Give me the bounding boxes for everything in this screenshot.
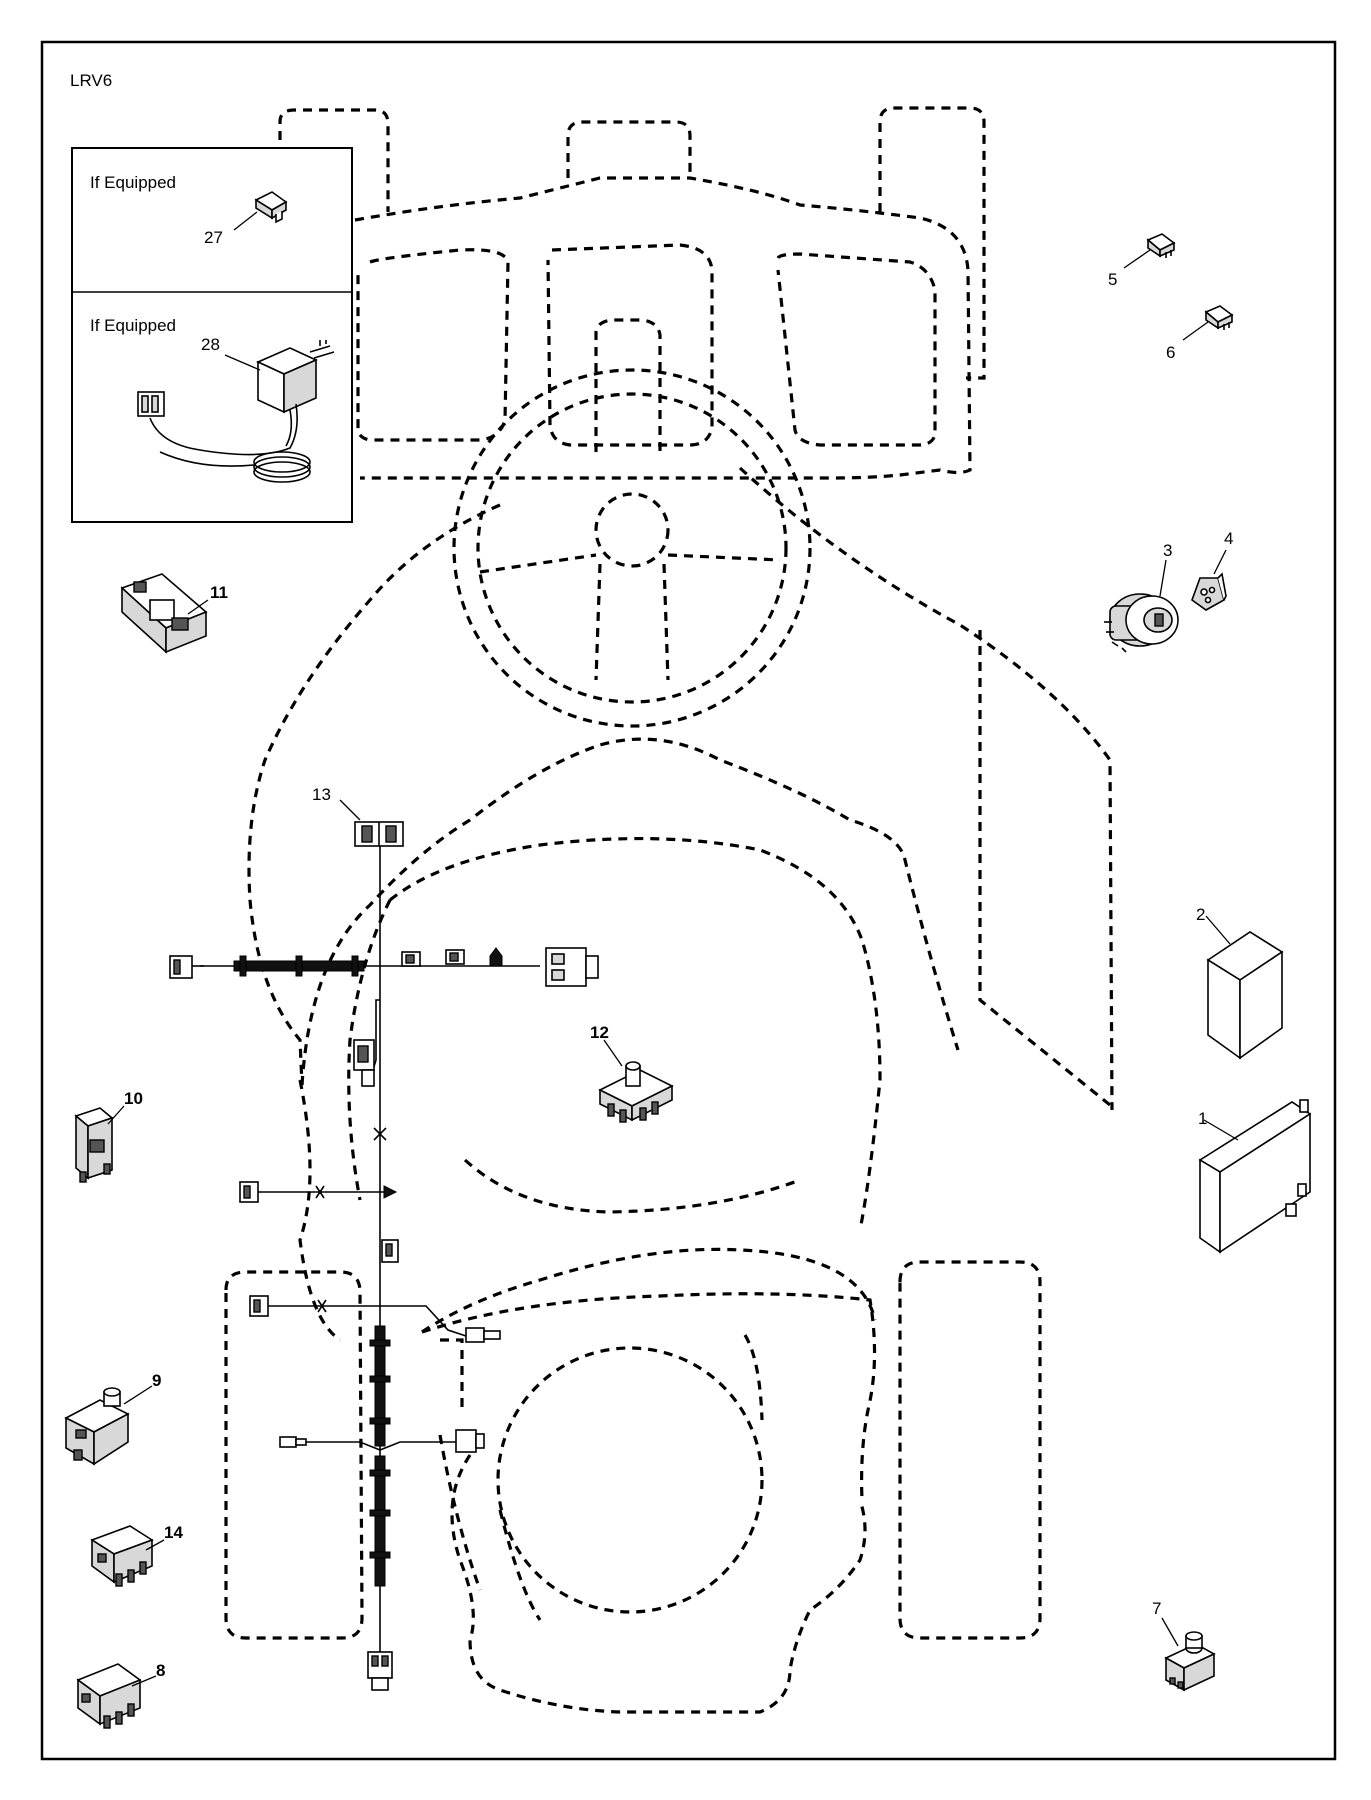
callout-7: 7 [1152, 1599, 1161, 1618]
callout-6: 6 [1166, 343, 1175, 362]
inset-frame [71, 147, 353, 523]
part-3-ignition-switch[interactable] [1104, 593, 1179, 653]
part-9-interlock-switch[interactable] [64, 1387, 130, 1466]
diagram-frame [40, 40, 1337, 1761]
part-1-battery[interactable] [1198, 1099, 1312, 1254]
part-5-fuse[interactable] [1146, 233, 1176, 258]
callout-10: 10 [124, 1089, 143, 1108]
callout-3: 3 [1163, 541, 1172, 560]
part-6-fuse[interactable] [1204, 305, 1234, 330]
part-14-relay[interactable] [90, 1525, 154, 1587]
inset-bottom-title: If Equipped [90, 316, 176, 335]
wiring-harness[interactable] [169, 846, 599, 1691]
inset-top-title: If Equipped [90, 173, 176, 192]
part-2-battery-box[interactable] [1206, 931, 1284, 1060]
callout-2: 2 [1196, 905, 1205, 924]
callout-11: 11 [210, 583, 228, 602]
part-13-fuse-holder[interactable] [354, 821, 404, 847]
callout-4: 4 [1224, 529, 1233, 548]
part-12-pto-switch[interactable] [598, 1061, 674, 1123]
callout-13: 13 [312, 785, 331, 804]
mower-outline [224, 106, 1114, 1714]
part-7-seat-switch[interactable] [1164, 1631, 1216, 1692]
part-11-relay[interactable] [120, 573, 208, 654]
callout-27: 27 [204, 228, 223, 247]
part-10-brake-switch[interactable] [74, 1107, 114, 1183]
diagram-code: LRV6 [70, 71, 112, 90]
optional-parts-inset: If Equipped If Equipped 27 [71, 147, 353, 523]
callout-1: 1 [1198, 1109, 1207, 1128]
callout-14: 14 [164, 1523, 183, 1542]
callout-5: 5 [1108, 270, 1117, 289]
part-28-remote-start-module[interactable] [137, 340, 335, 483]
part-8-relay[interactable] [76, 1663, 142, 1729]
callout-28: 28 [201, 335, 220, 354]
callout-12: 12 [590, 1023, 609, 1042]
part-27-fuse[interactable] [254, 191, 288, 224]
callout-8: 8 [156, 1661, 165, 1680]
callout-9: 9 [152, 1371, 161, 1390]
part-4-ignition-key[interactable] [1191, 572, 1227, 611]
